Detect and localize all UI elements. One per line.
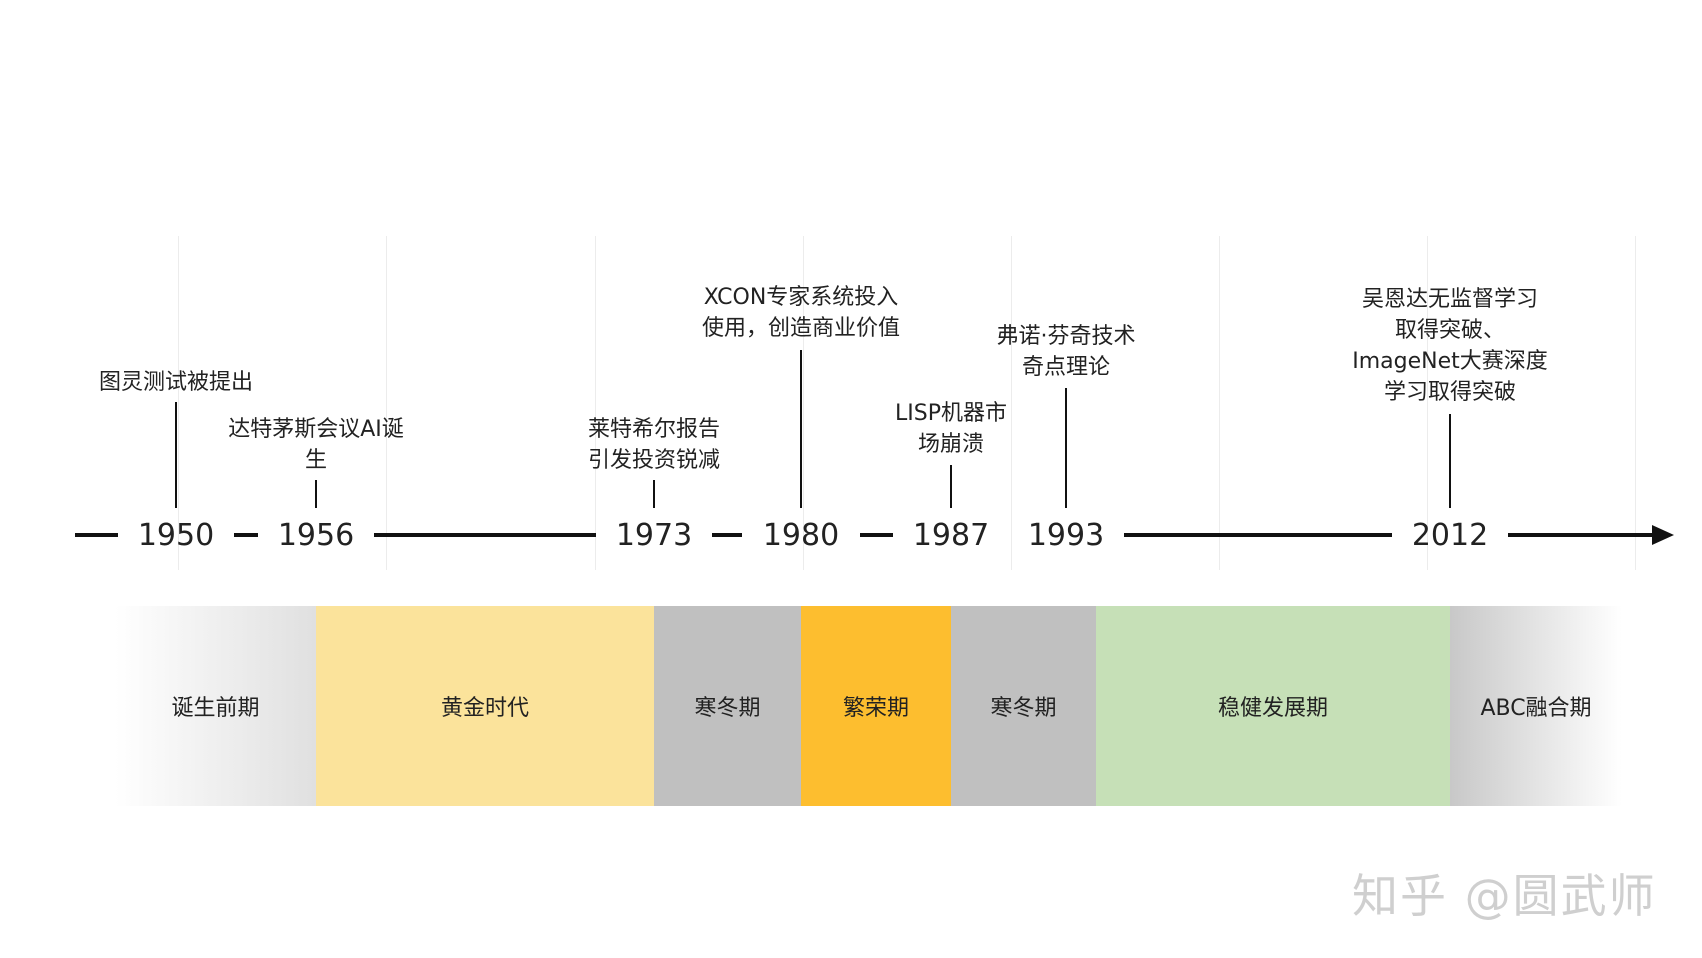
event-connector: [800, 350, 802, 508]
period-band: 寒冬期: [654, 606, 801, 806]
event-line: 奇点理论: [1021, 355, 1110, 380]
event-line: XCON专家系统投入: [703, 285, 899, 310]
period-label: 诞生前期: [171, 696, 260, 721]
period-label: 繁荣期: [842, 696, 909, 721]
event-connector: [175, 402, 177, 508]
year-label: 2012: [1411, 518, 1489, 553]
grid-line: [803, 236, 804, 570]
event-line: 学习取得突破: [1383, 380, 1516, 405]
event-line: 吴恩达无监督学习: [1361, 287, 1538, 312]
event-line: 使用，创造商业价值: [701, 316, 900, 341]
event-connector: [653, 480, 655, 508]
event-line: LISP机器市: [895, 401, 1007, 426]
axis-segment: [234, 533, 258, 537]
grid-line: [178, 236, 179, 570]
year-label: 1980: [762, 518, 840, 553]
grid-line: [1219, 236, 1220, 570]
event-line: 生: [304, 448, 327, 473]
event-label: XCON专家系统投入 使用，创造商业价值: [681, 282, 921, 344]
axis-segment: [860, 533, 893, 537]
axis-segment: [1124, 533, 1392, 537]
period-band: 繁荣期: [801, 606, 951, 806]
event-label: 吴恩达无监督学习 取得突破、 ImageNet大赛深度 学习取得突破: [1330, 284, 1570, 408]
event-label: 弗诺·芬奇技术 奇点理论: [946, 321, 1186, 383]
year-label: 1993: [1027, 518, 1105, 553]
event-connector: [1065, 388, 1067, 508]
watermark: 知乎 @圆武师: [1352, 869, 1657, 923]
period-label: 寒冬期: [694, 696, 761, 721]
period-label: ABC融合期: [1480, 696, 1592, 721]
grid-line: [1011, 236, 1012, 570]
event-connector: [1449, 414, 1451, 508]
event-line: 引发投资锐减: [587, 448, 720, 473]
arrow-right-icon: [1652, 525, 1674, 545]
period-label: 寒冬期: [990, 696, 1057, 721]
grid-line: [1427, 236, 1428, 570]
event-line: 场崩溃: [917, 432, 984, 457]
year-label: 1987: [912, 518, 990, 553]
year-label: 1956: [277, 518, 355, 553]
grid-line: [1635, 236, 1636, 570]
axis-segment: [374, 533, 596, 537]
event-connector: [950, 465, 952, 508]
grid-line: [386, 236, 387, 570]
period-label: 稳健发展期: [1217, 696, 1328, 721]
event-label: 达特茅斯会议AI诞 生: [196, 414, 436, 476]
axis-segment: [1508, 533, 1654, 537]
period-band: 寒冬期: [951, 606, 1096, 806]
event-line: ImageNet大赛深度: [1352, 349, 1548, 374]
event-line: 取得突破、: [1394, 318, 1505, 343]
axis-segment: [75, 533, 118, 537]
period-band: ABC融合期: [1450, 606, 1622, 806]
event-line: 图灵测试被提出: [98, 370, 253, 395]
grid-line: [595, 236, 596, 570]
period-label: 黄金时代: [440, 696, 529, 721]
period-band: 诞生前期: [115, 606, 316, 806]
event-label: 图灵测试被提出: [56, 367, 296, 398]
event-line: 达特茅斯会议AI诞: [228, 417, 404, 442]
event-label: 莱特希尔报告 引发投资锐减: [534, 414, 774, 476]
event-connector: [315, 480, 317, 508]
period-band: 稳健发展期: [1096, 606, 1450, 806]
year-label: 1950: [137, 518, 215, 553]
period-band: 黄金时代: [316, 606, 654, 806]
year-label: 1973: [615, 518, 693, 553]
axis-segment: [712, 533, 742, 537]
event-label: LISP机器市 场崩溃: [831, 398, 1071, 460]
event-line: 弗诺·芬奇技术: [996, 324, 1136, 349]
event-line: 莱特希尔报告: [587, 417, 720, 442]
